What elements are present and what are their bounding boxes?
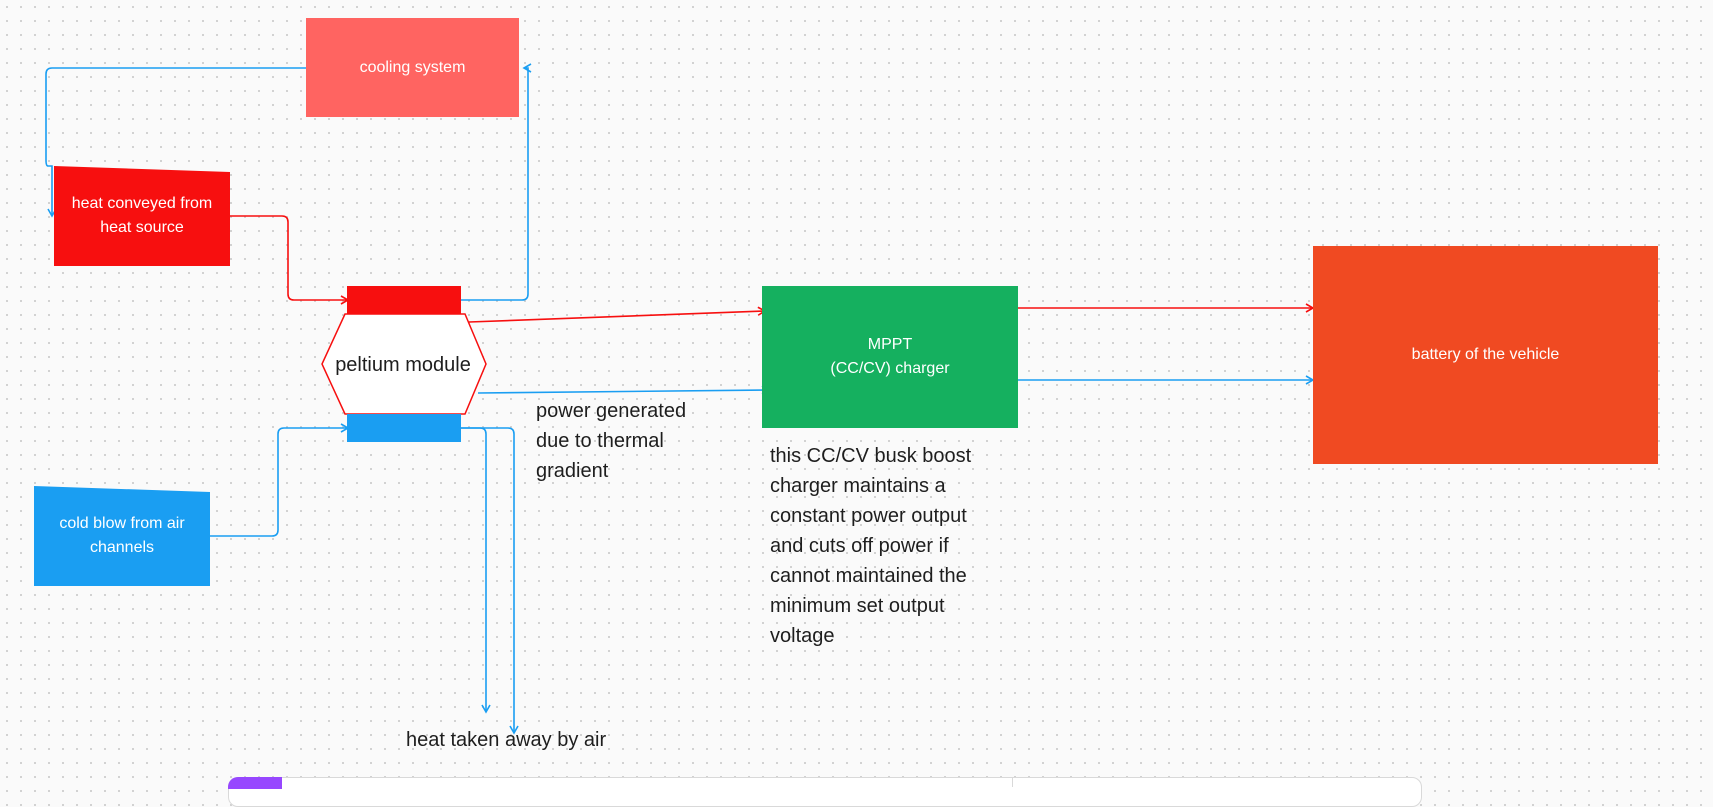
peltier-module-shape[interactable] — [321, 313, 487, 415]
peltier-module-label: peltium module — [335, 353, 471, 376]
bottom-toolbar[interactable] — [228, 777, 1422, 807]
heat-source-node[interactable]: heat conveyed from heat source — [54, 166, 230, 266]
mppt-charger-node[interactable]: MPPT (CC/CV) charger — [762, 286, 1018, 428]
heat-taken-away-note[interactable]: heat taken away by air — [406, 729, 607, 751]
heat-source-label: heat conveyed from heat source — [71, 195, 213, 236]
peltier-cold-plate[interactable] — [347, 414, 461, 442]
peltier-hot-plate[interactable] — [347, 286, 461, 314]
connector-hot-plate-to-cooling[interactable] — [461, 63, 532, 301]
connector-cooling-to-heat-source[interactable] — [45, 67, 306, 218]
toolbar-divider — [1012, 778, 1013, 787]
connector-heat-source-to-hot-plate[interactable] — [230, 215, 350, 305]
connector-peltier-to-mppt-blue[interactable] — [477, 385, 771, 395]
cold-air-node[interactable]: cold blow from air channels — [34, 486, 210, 586]
mppt-description-note[interactable]: this CC/CV busk boost charger maintains … — [770, 445, 972, 647]
power-generated-note[interactable]: power generated due to thermal gradient — [536, 400, 687, 482]
battery-node[interactable]: battery of the vehicle — [1313, 246, 1658, 464]
cooling-system-node[interactable]: cooling system — [306, 18, 519, 117]
battery-label: battery of the vehicle — [1411, 346, 1560, 363]
connector-cold-plate-down-2[interactable] — [461, 427, 519, 735]
connectors-layer — [45, 63, 1315, 735]
cooling-system-label: cooling system — [359, 58, 466, 76]
cold-air-label: cold blow from air channels — [59, 515, 185, 556]
toolbar-tool-accent[interactable] — [228, 777, 282, 789]
mppt-charger-label: MPPT (CC/CV) charger — [830, 336, 950, 377]
connector-cold-air-to-cold-plate[interactable] — [210, 423, 350, 537]
connector-cold-plate-down-1[interactable] — [461, 427, 491, 714]
connector-peltier-to-mppt-red[interactable] — [468, 306, 767, 323]
